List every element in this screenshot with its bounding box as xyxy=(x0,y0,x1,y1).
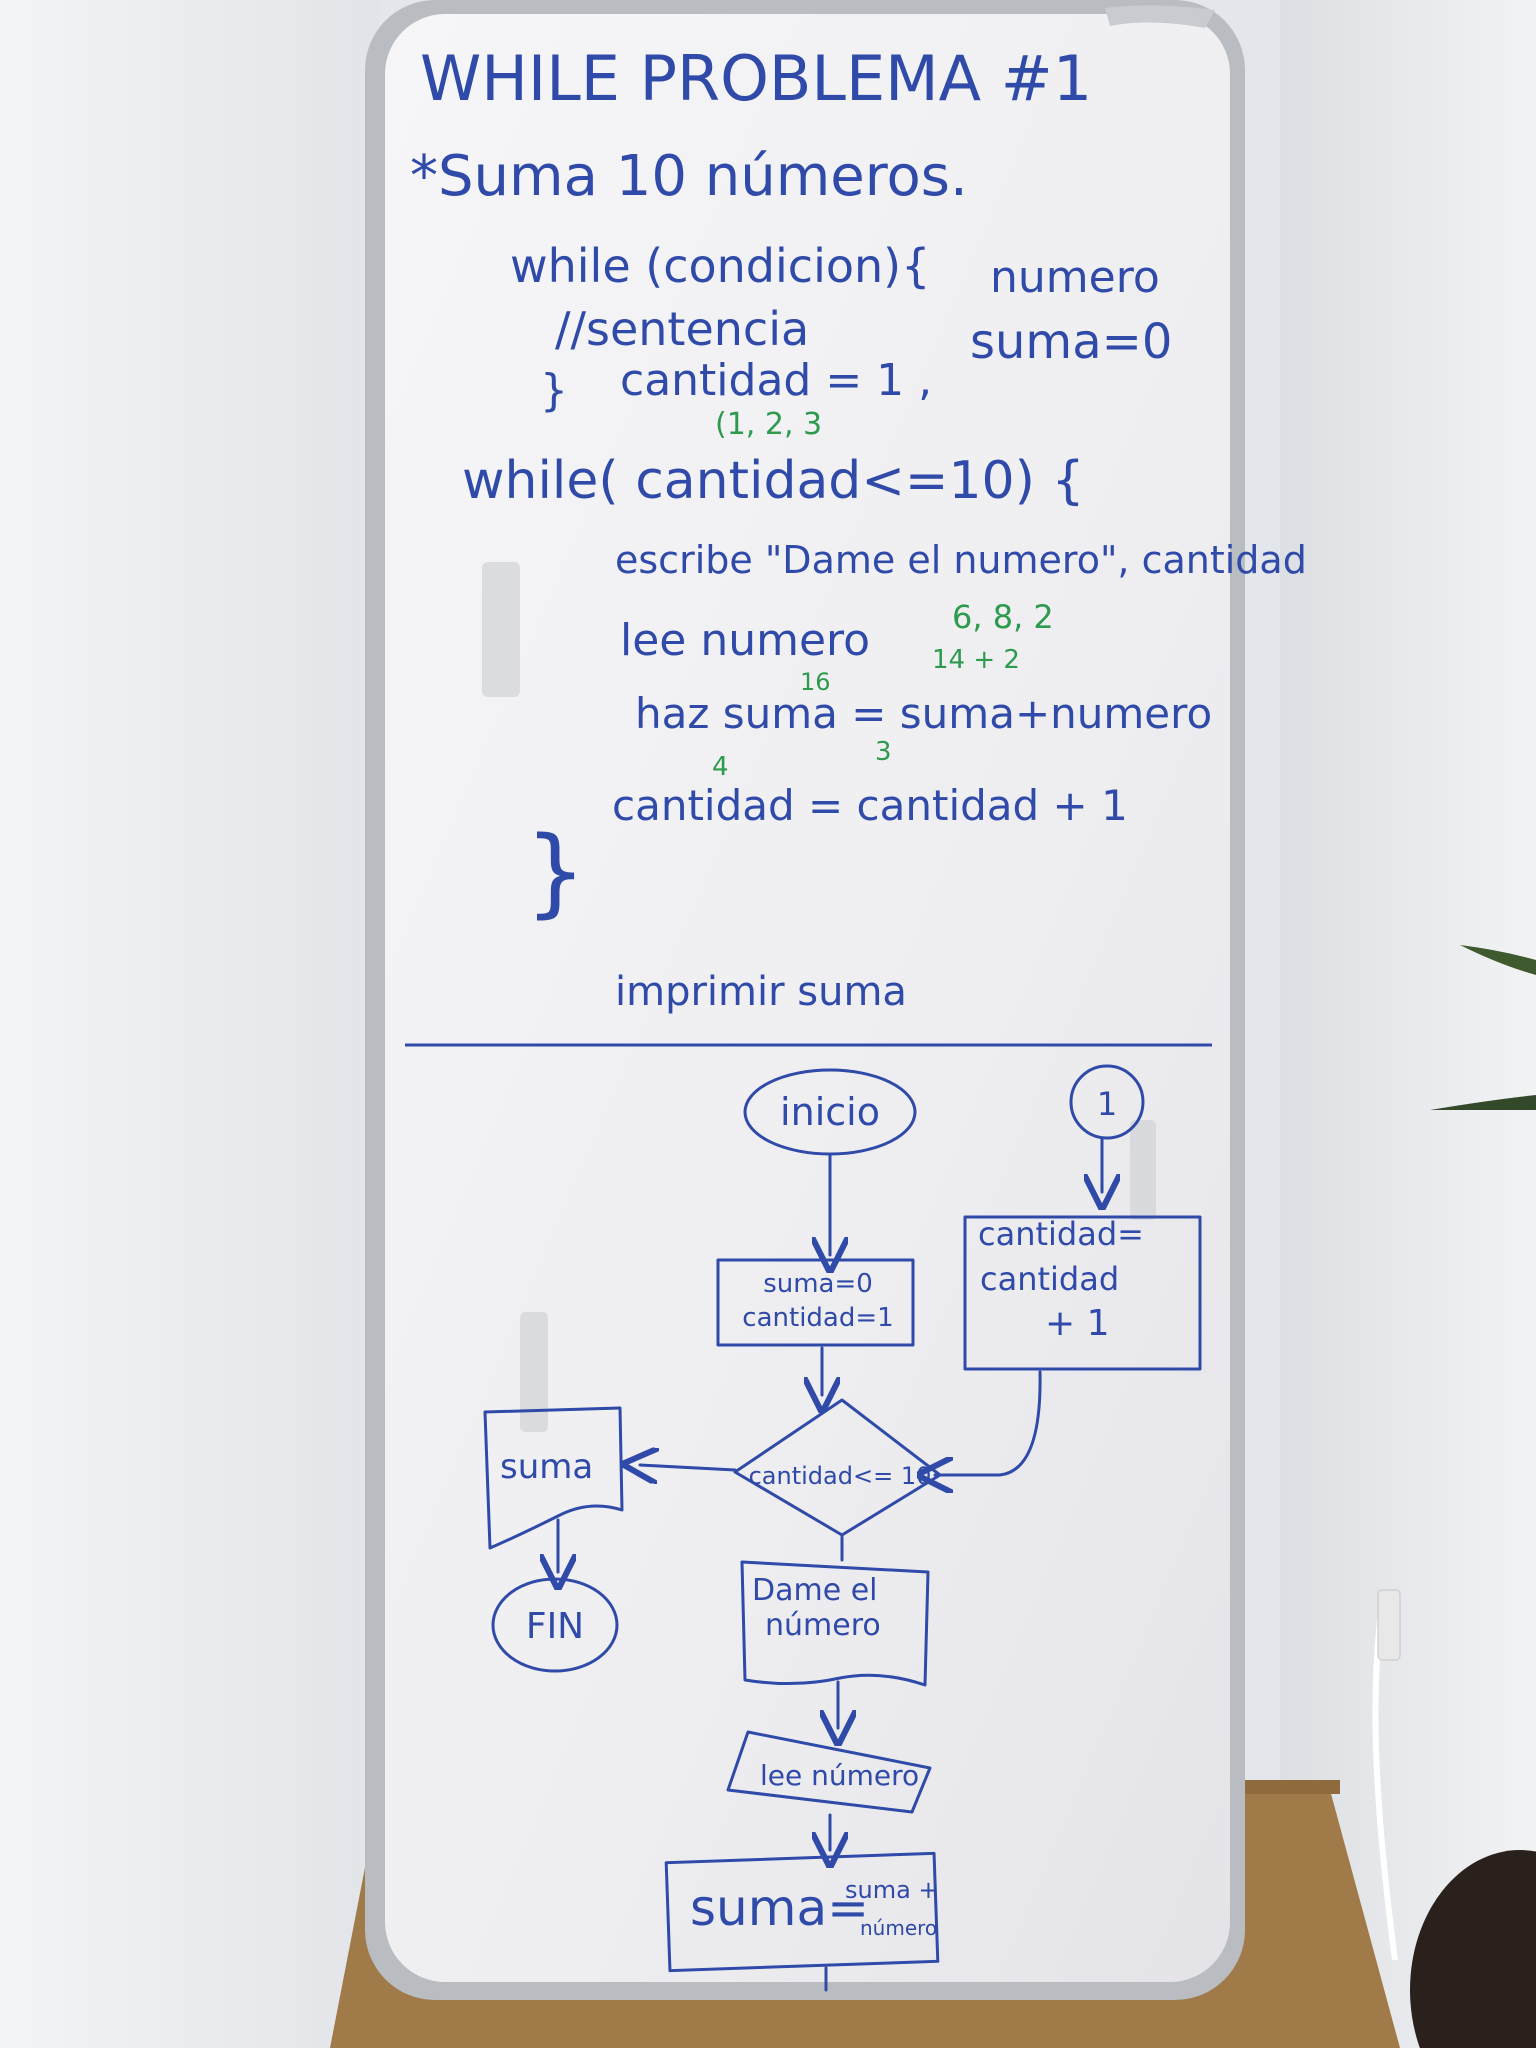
tape-mark xyxy=(1130,1120,1156,1220)
subtitle: *Suma 10 números. xyxy=(410,144,968,209)
power-cable xyxy=(1372,1619,1398,1961)
flow-increment-line-2: cantidad xyxy=(980,1260,1119,1298)
code-end-brace: } xyxy=(525,816,586,928)
flow-sum-line-3: número xyxy=(860,1916,937,1940)
flow-end-ellipse xyxy=(491,1577,619,1673)
code-escribe-line: escribe "Dame el numero", cantidad xyxy=(615,538,1307,582)
trace-cantidad-new: 4 xyxy=(712,752,729,782)
flow-read-label: lee número xyxy=(760,1759,919,1792)
plant-leaf-icon xyxy=(1460,945,1536,975)
wall-right xyxy=(1240,0,1536,2048)
code-imprimir-line: imprimir suma xyxy=(615,969,907,1015)
tape-mark xyxy=(482,562,520,697)
flow-increment-box xyxy=(963,1215,1202,1371)
trace-suma: 16 xyxy=(800,668,831,696)
flow-sum-line-1: suma= xyxy=(690,1879,869,1937)
flow-init-line-2: cantidad=1 xyxy=(742,1303,893,1333)
flow-prompt-document xyxy=(740,1560,930,1687)
code-syntax-line: while (condicion){ xyxy=(510,239,930,293)
tape-mark xyxy=(1105,5,1215,28)
whiteboard-surface xyxy=(385,14,1230,1982)
code-while-line: while( cantidad<=10) { xyxy=(462,451,1085,511)
flow-output-label: suma xyxy=(500,1447,593,1487)
flow-arrow xyxy=(640,1465,737,1470)
tape-mark xyxy=(520,1312,548,1432)
code-comment-line: //sentencia xyxy=(555,302,809,356)
title: WHILE PROBLEMA #1 xyxy=(420,42,1092,115)
flow-increment-line-1: cantidad= xyxy=(978,1215,1144,1253)
trace-cantidad: (1, 2, 3 xyxy=(715,407,822,442)
flow-increment-line-3: + 1 xyxy=(1045,1303,1110,1344)
code-init-cantidad: cantidad = 1 , xyxy=(620,355,932,406)
flow-start-label: inicio xyxy=(780,1090,880,1134)
plant-leaf-icon xyxy=(1430,1095,1536,1110)
flow-init-box xyxy=(716,1258,915,1347)
flow-arrow xyxy=(935,1370,1042,1475)
flow-sum-box xyxy=(664,1851,940,1973)
flow-sum-line-2: suma + xyxy=(845,1876,939,1904)
code-var-suma: suma=0 xyxy=(970,314,1172,370)
code-close-brace: } xyxy=(540,365,568,416)
code-lee-line: lee numero xyxy=(620,615,870,666)
flow-output-document xyxy=(483,1406,624,1550)
trace-cantidad-old: 3 xyxy=(875,737,892,767)
code-var-numero: numero xyxy=(990,252,1160,303)
flow-prompt-line-1: Dame el xyxy=(752,1573,878,1608)
trace-numero: 6, 8, 2 xyxy=(952,598,1054,636)
flow-prompt-line-2: número xyxy=(765,1608,881,1643)
code-haz-line: haz suma = suma+numero xyxy=(635,689,1212,738)
plant-pot xyxy=(1410,1850,1536,2048)
flow-read-box xyxy=(726,1730,932,1814)
flow-end-label: FIN xyxy=(526,1606,584,1647)
wall-outlet xyxy=(1377,1589,1401,1661)
flow-decision-diamond xyxy=(733,1398,942,1537)
flow-connector-label: 1 xyxy=(1097,1085,1117,1123)
flow-init-line-1: suma=0 xyxy=(763,1269,873,1299)
trace-numero-sum: 14 + 2 xyxy=(932,645,1020,675)
code-cantidad-line: cantidad = cantidad + 1 xyxy=(612,781,1128,830)
flow-connector-circle xyxy=(1069,1064,1145,1140)
flow-decision-label: cantidad<= 10 xyxy=(749,1462,932,1490)
